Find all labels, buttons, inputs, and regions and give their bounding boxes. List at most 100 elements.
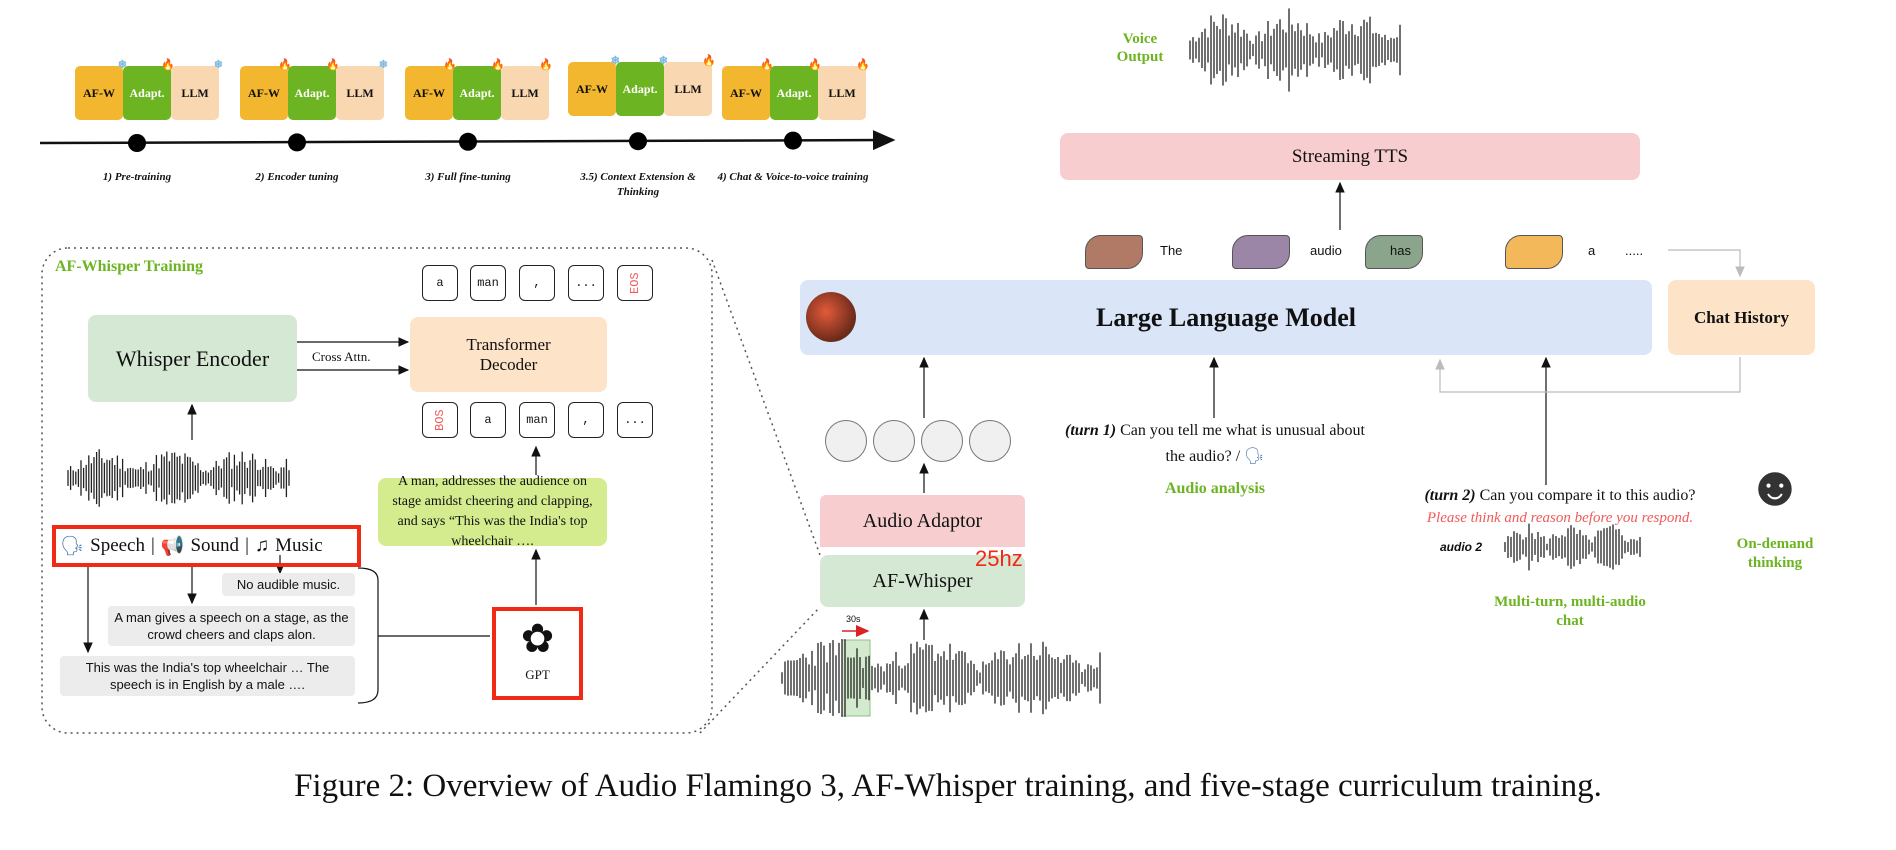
chat-history-box: Chat History <box>1668 280 1815 355</box>
token: man <box>519 402 555 438</box>
box-label: LLM <box>828 85 856 100</box>
token: ... <box>568 265 604 301</box>
stage-3-llm-box: LLM 🔥 <box>501 59 553 120</box>
box-label: LLM <box>181 85 209 100</box>
gpt-box: ✿ GPT <box>492 607 583 700</box>
stage-2-llm-box: LLM ❄ <box>336 59 388 120</box>
on-demand-thinking-label: On-demand thinking <box>1736 536 1814 571</box>
stage-label: 3.5) Context Extension & Thinking <box>580 171 696 198</box>
stage-3-adapt-box: Adapt.🔥 <box>453 59 505 120</box>
stage-2-af-w-box: AF-W🔥 <box>240 59 292 120</box>
sound-icon: 📢 <box>160 536 185 557</box>
stage-1-adapt-box: Adapt.🔥 <box>123 59 175 120</box>
rate-label: 25hz <box>975 546 1023 571</box>
box-label: AF-W <box>413 85 445 100</box>
stage-label: 4) Chat & Voice-to-voice training <box>717 171 869 183</box>
output-word: audio <box>1310 243 1342 258</box>
stage-label: 2) Encoder tuning <box>255 171 339 183</box>
stage-dot <box>128 134 146 152</box>
audio-embedding-token <box>873 420 915 462</box>
snowflake-icon: ❄ <box>213 59 223 71</box>
output-token-pill <box>1365 235 1423 269</box>
cross-attn-label: Cross Attn. <box>312 349 371 364</box>
token: BOS <box>422 402 458 438</box>
token: man <box>470 265 506 301</box>
voice-output-waveform <box>1189 8 1401 92</box>
token: ... <box>617 402 653 438</box>
stage-dot <box>784 131 802 150</box>
openai-logo-icon: ✿ <box>520 616 555 661</box>
token: , <box>519 265 555 301</box>
stage-2-adapt-box: Adapt.🔥 <box>288 59 340 120</box>
fire-icon: 🔥 <box>856 59 870 71</box>
token: a <box>422 265 458 301</box>
modality-music: Music <box>275 535 323 556</box>
token: a <box>470 402 506 438</box>
stage-5-adapt-box: Adapt.🔥 <box>770 59 822 120</box>
modality-speech: Speech <box>90 535 145 556</box>
stage-5-af-w-box: AF-W🔥 <box>722 59 774 120</box>
audio-adaptor-box: Audio Adaptor <box>820 495 1025 547</box>
snowflake-icon: ❄ <box>117 59 127 71</box>
audio-embedding-token <box>969 420 1011 462</box>
stage-dot <box>459 132 477 151</box>
stage-5-llm-box: LLM 🔥 <box>818 59 870 120</box>
box-label: LLM <box>511 85 539 100</box>
music-icon: ♫ <box>254 535 270 556</box>
speech-caption: This was the India's top wheelchair … Th… <box>60 656 355 696</box>
main-input-waveform <box>781 639 1101 717</box>
stage-dot <box>629 132 647 151</box>
box-label: AF-W <box>83 85 115 100</box>
gpt-label: GPT <box>525 667 550 682</box>
snowflake-icon: ❄ <box>658 55 668 67</box>
fire-icon: 🔥 <box>539 59 553 71</box>
stage-dot <box>288 133 306 152</box>
stage-3-af-w-box: AF-W🔥 <box>405 59 457 120</box>
output-token-pill <box>1232 235 1290 269</box>
stage-label: 3) Full fine-tuning <box>425 171 511 183</box>
af-whisper-training-frame <box>41 247 713 734</box>
voice-output-label: Voice Output <box>1116 31 1164 65</box>
turn1-text: Can you tell me what is unusual about th… <box>1120 422 1365 465</box>
af-whisper-box: AF-Whisper <box>820 555 1025 607</box>
box-label: AF-W <box>248 85 280 100</box>
box-label: Adapt. <box>776 85 812 100</box>
modality-sound: Sound <box>190 535 240 556</box>
output-word: ..... <box>1625 243 1644 258</box>
turn2-think-prompt: Please think and reason before you respo… <box>1426 510 1694 526</box>
output-word: has <box>1390 243 1411 258</box>
output-word: The <box>1160 243 1183 258</box>
af-whisper-training-title: AF-Whisper Training <box>55 258 204 275</box>
llm-box: Large Language Model <box>800 280 1652 355</box>
window-label: 30s <box>846 614 861 624</box>
box-label: LLM <box>346 85 374 100</box>
audio2-label: audio 2 <box>1440 540 1483 554</box>
output-word: a <box>1588 243 1596 258</box>
encoder-input-waveform <box>67 449 290 507</box>
box-label: Adapt. <box>459 85 495 100</box>
sound-caption: A man gives a speech on a stage, as the … <box>108 606 355 646</box>
stage-label: 1) Pre-training <box>102 171 172 183</box>
stage-4-af-w-box: AF-W ❄ <box>568 55 620 116</box>
audio2-waveform <box>1504 523 1641 571</box>
whisper-encoder-box: Whisper Encoder <box>88 315 297 402</box>
caption-box: A man, addresses the audience on stage a… <box>378 474 607 549</box>
box-label: AF-W <box>576 81 608 96</box>
fire-icon: 🔥 <box>702 55 716 67</box>
figure-caption: Figure 2: Overview of Audio Flamingo 3, … <box>294 768 1602 804</box>
turn1-tag: (turn 1) <box>1065 422 1117 439</box>
brain-head-icon: ☻ <box>1745 456 1805 518</box>
transformer-decoder-box: Transformer Decoder <box>410 317 607 392</box>
snowflake-icon: ❄ <box>378 59 388 71</box>
turn2-tag: (turn 2) <box>1424 487 1476 504</box>
audio-embedding-token <box>921 420 963 462</box>
turn2-question: (turn 2) Can you compare it to this audi… <box>1390 485 1730 529</box>
music-caption: No audible music. <box>222 573 355 596</box>
snowflake-icon: ❄ <box>610 55 620 67</box>
stage-1-llm-box: LLM ❄ <box>171 59 223 120</box>
box-label: AF-W <box>730 85 762 100</box>
modality-selector: 🗣 Speech | 📢 Sound | ♫ Music <box>52 525 361 567</box>
box-label: Adapt. <box>294 85 330 100</box>
flamingo-logo-icon <box>806 292 856 342</box>
